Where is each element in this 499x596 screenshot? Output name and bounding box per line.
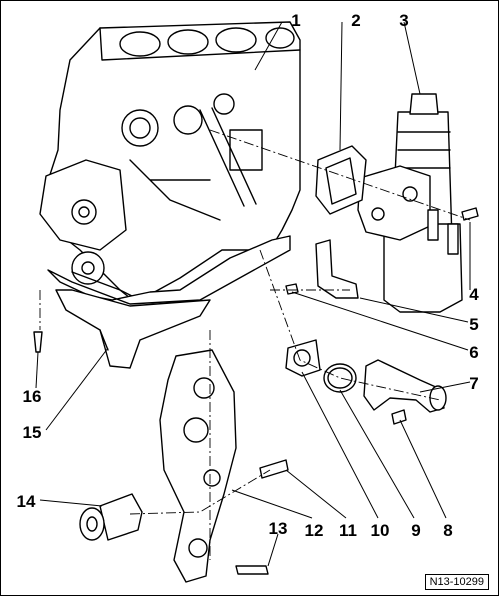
callout-11: 11 bbox=[339, 521, 357, 540]
front-cover bbox=[39, 159, 131, 299]
coolant-parts bbox=[285, 339, 447, 425]
bolt-13 bbox=[235, 565, 269, 575]
callout-16: 16 bbox=[22, 387, 42, 406]
bracket bbox=[315, 239, 359, 299]
figure-reference-label: N13-10299 bbox=[424, 574, 489, 590]
tensioner-pulley bbox=[79, 493, 143, 541]
callout-3: 3 bbox=[399, 11, 409, 30]
callout-9: 9 bbox=[411, 521, 421, 540]
callout-6: 6 bbox=[469, 343, 479, 362]
callout-12: 12 bbox=[304, 521, 324, 540]
callout-1: 1 bbox=[291, 11, 301, 30]
bolts bbox=[285, 207, 479, 295]
callout-15: 15 bbox=[22, 423, 42, 442]
callout-7: 7 bbox=[469, 374, 479, 393]
callout-4: 4 bbox=[469, 285, 479, 304]
callout-14: 14 bbox=[16, 492, 36, 511]
callout-2: 2 bbox=[351, 11, 361, 30]
auxiliary-bracket bbox=[159, 349, 289, 583]
oil-filter-housing bbox=[357, 93, 463, 313]
callout-10: 10 bbox=[370, 521, 390, 540]
pin-16 bbox=[33, 331, 43, 353]
callout-5: 5 bbox=[469, 315, 479, 334]
callout-8: 8 bbox=[443, 521, 453, 540]
oil-pan bbox=[47, 235, 291, 369]
gasket bbox=[315, 145, 367, 215]
callout-13: 13 bbox=[268, 519, 288, 538]
